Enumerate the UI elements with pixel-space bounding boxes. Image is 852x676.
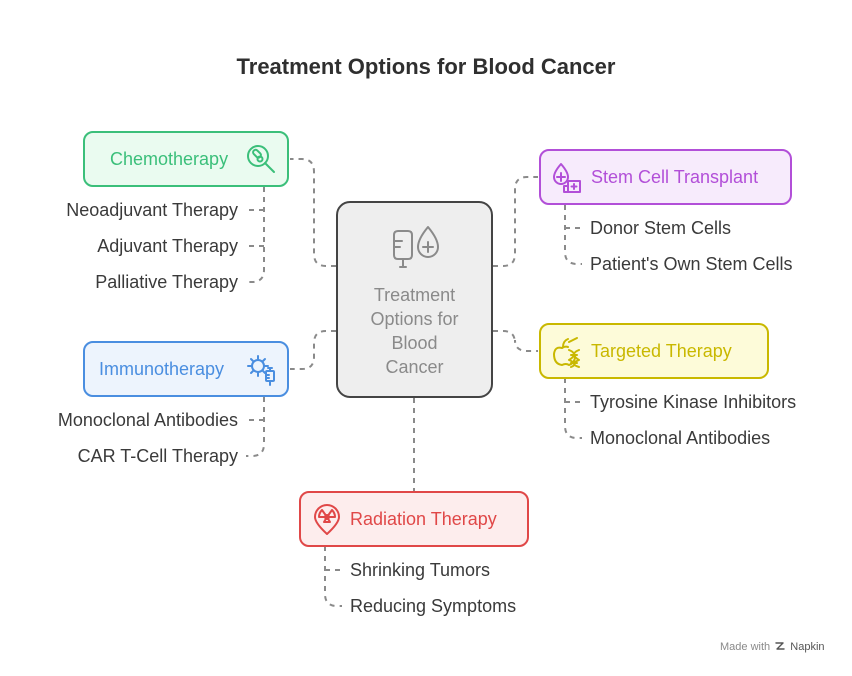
page-title: Treatment Options for Blood Cancer — [236, 54, 616, 79]
list-item: Monoclonal Antibodies — [57, 410, 238, 430]
branch-immunotherapy-label: Immunotherapy — [99, 358, 225, 379]
central-topic-node: Treatment Options for Blood Cancer — [336, 201, 493, 398]
list-item: Monoclonal Antibodies — [590, 428, 771, 448]
footer-attribution: Made with Napkin — [720, 641, 825, 653]
connector-immuno-items — [246, 397, 265, 457]
connector-targeted — [493, 330, 538, 352]
list-item: Tyrosine Kinase Inhibitors — [590, 392, 797, 412]
list-item: Patient's Own Stem Cells — [590, 254, 793, 274]
branch-chemotherapy-label: Chemotherapy — [110, 148, 229, 169]
apple-dna-icon — [551, 336, 583, 368]
connector-stem-items — [564, 205, 582, 265]
made-with-label: Made with — [720, 641, 771, 653]
list-item: Shrinking Tumors — [350, 560, 491, 580]
connector-immunotherapy — [290, 330, 336, 370]
list-item: Palliative Therapy — [95, 272, 238, 292]
connector-targeted-items — [564, 378, 582, 439]
branch-radiation-therapy: Radiation Therapy — [299, 491, 529, 547]
branch-targeted-therapy: Targeted Therapy — [539, 323, 769, 379]
napkin-logo-icon — [775, 641, 785, 651]
list-item: Adjuvant Therapy — [97, 236, 238, 256]
list-item: Neoadjuvant Therapy — [66, 200, 238, 220]
central-topic-label: Treatment Options for Blood Cancer — [370, 285, 459, 377]
branch-immunotherapy: Immunotherapy — [83, 341, 289, 397]
iv-drip-medical-icon — [388, 225, 442, 273]
connector-chemo-items — [246, 187, 265, 283]
pills-search-icon — [245, 143, 277, 175]
branch-stem-cell-transplant-label: Stem Cell Transplant — [591, 166, 759, 187]
branch-radiation-therapy-label: Radiation Therapy — [350, 508, 497, 529]
connector-stem-cell — [493, 176, 538, 267]
branch-stem-cell-transplant: Stem Cell Transplant — [539, 149, 792, 205]
list-item: CAR T-Cell Therapy — [77, 446, 238, 466]
list-item: Reducing Symptoms — [350, 596, 517, 616]
connector-chemotherapy — [290, 158, 336, 267]
list-item: Donor Stem Cells — [590, 218, 732, 238]
branch-chemotherapy: Chemotherapy — [83, 131, 289, 187]
connector-radiation-items — [324, 546, 342, 607]
brand-label: Napkin — [790, 641, 825, 653]
branch-targeted-therapy-label: Targeted Therapy — [591, 340, 732, 361]
blood-drop-hospital-icon — [551, 162, 583, 194]
virus-syringe-icon — [246, 354, 278, 386]
radiation-pin-icon — [311, 504, 343, 536]
